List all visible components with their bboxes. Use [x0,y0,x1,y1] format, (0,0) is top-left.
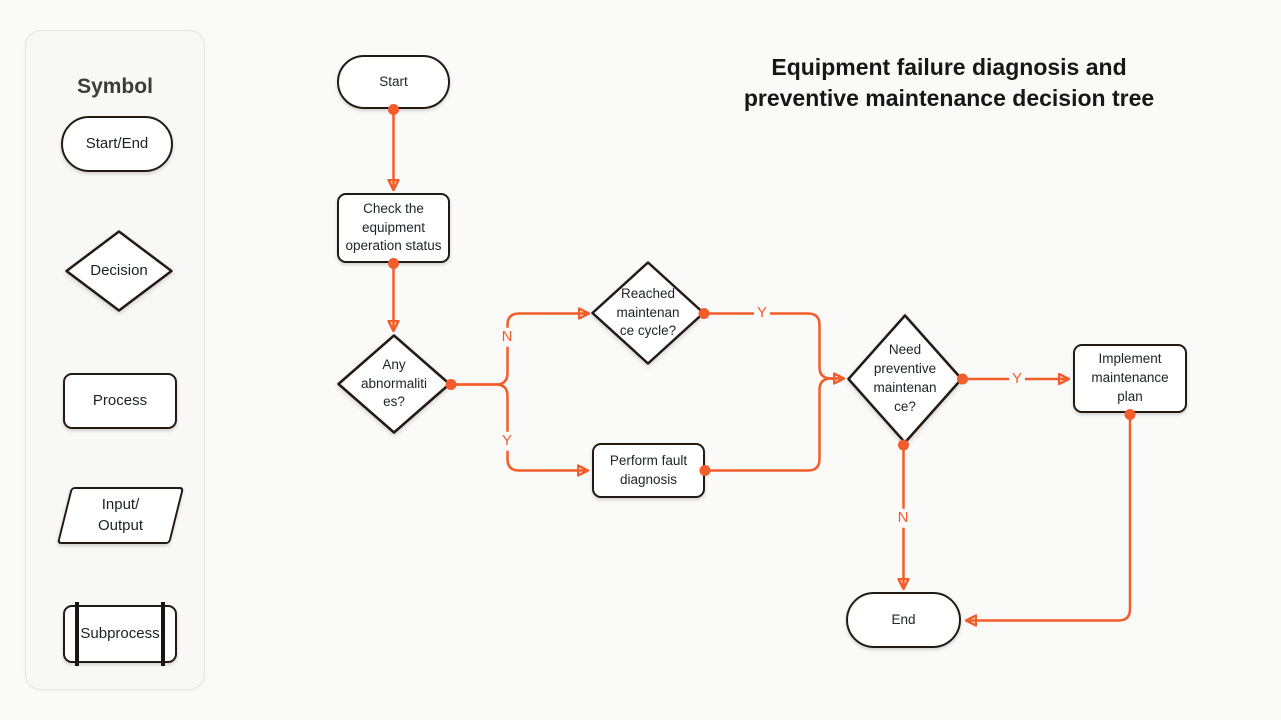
diamond-shape [65,230,173,312]
rectangle-shape [337,193,450,263]
stadium-shape [846,592,961,648]
node-implement-plan[interactable]: Implement maintenance plan [1073,344,1187,413]
rectangle-shape [63,373,177,429]
legend-title: Symbol [77,75,153,98]
node-label: Need preventive maintenan ce? [873,342,937,414]
node-start[interactable]: Start [337,55,450,109]
subprocess-shape [63,605,177,663]
rectangle-shape [592,443,705,498]
edge-label-y: Y [753,303,771,323]
node-label: Implement maintenance plan [1091,351,1169,404]
edge-any-yes-perform [451,383,587,471]
node-label: Start [379,73,408,89]
edge-any-no-reached [451,314,588,386]
node-perform-diagnosis[interactable]: Perform fault diagnosis [592,443,705,498]
subprocess-bar-right [161,602,165,666]
legend-label: Process [92,391,148,409]
diamond-shape [337,334,451,434]
edge-label-n: N [894,508,912,528]
stadium-shape [61,116,173,172]
edge-label-y: Y [498,431,516,451]
legend-label: Subprocess [80,624,160,642]
legend-shape-subprocess[interactable]: Subprocess [63,602,177,666]
edge-perform-need [705,377,838,472]
node-end[interactable]: End [846,592,961,648]
legend-label: Decision [90,261,148,279]
edge-label-n: N [498,327,516,347]
node-label: Perform fault diagnosis [609,452,688,487]
legend-shape-process[interactable]: Process [63,373,177,429]
node-reached-cycle[interactable]: Reached maintenan ce cycle? [591,261,705,365]
edge-implement-end [967,416,1132,621]
node-need-preventive[interactable]: Need preventive maintenan ce? [847,314,963,444]
legend-label: Start/End [85,134,149,152]
legend-shape-input-output[interactable]: Input/ Output [56,487,185,544]
legend-shape-start-end[interactable]: Start/End [61,116,173,172]
edge-reached-yes-need [704,312,843,379]
diamond-shape [591,261,705,365]
node-any-abnormalities[interactable]: Any abnormaliti es? [337,334,451,434]
rectangle-shape [1073,344,1187,413]
node-check-status[interactable]: Check the equipment operation status [337,193,450,263]
node-label: End [891,611,916,627]
diagram-title: Equipment failure diagnosis and preventi… [743,54,1155,111]
node-label: Reached maintenan ce cycle? [616,285,680,339]
node-label: Check the equipment operation status [345,200,442,254]
symbol-legend-panel: Symbol Start/End Decision Process Input/… [25,30,205,690]
edge-label-y: Y [1008,369,1026,389]
legend-label: Input/ Output [97,496,144,534]
subprocess-bar-left [75,602,79,666]
legend-shape-decision[interactable]: Decision [65,230,173,312]
node-label: Any abnormaliti es? [360,356,428,410]
